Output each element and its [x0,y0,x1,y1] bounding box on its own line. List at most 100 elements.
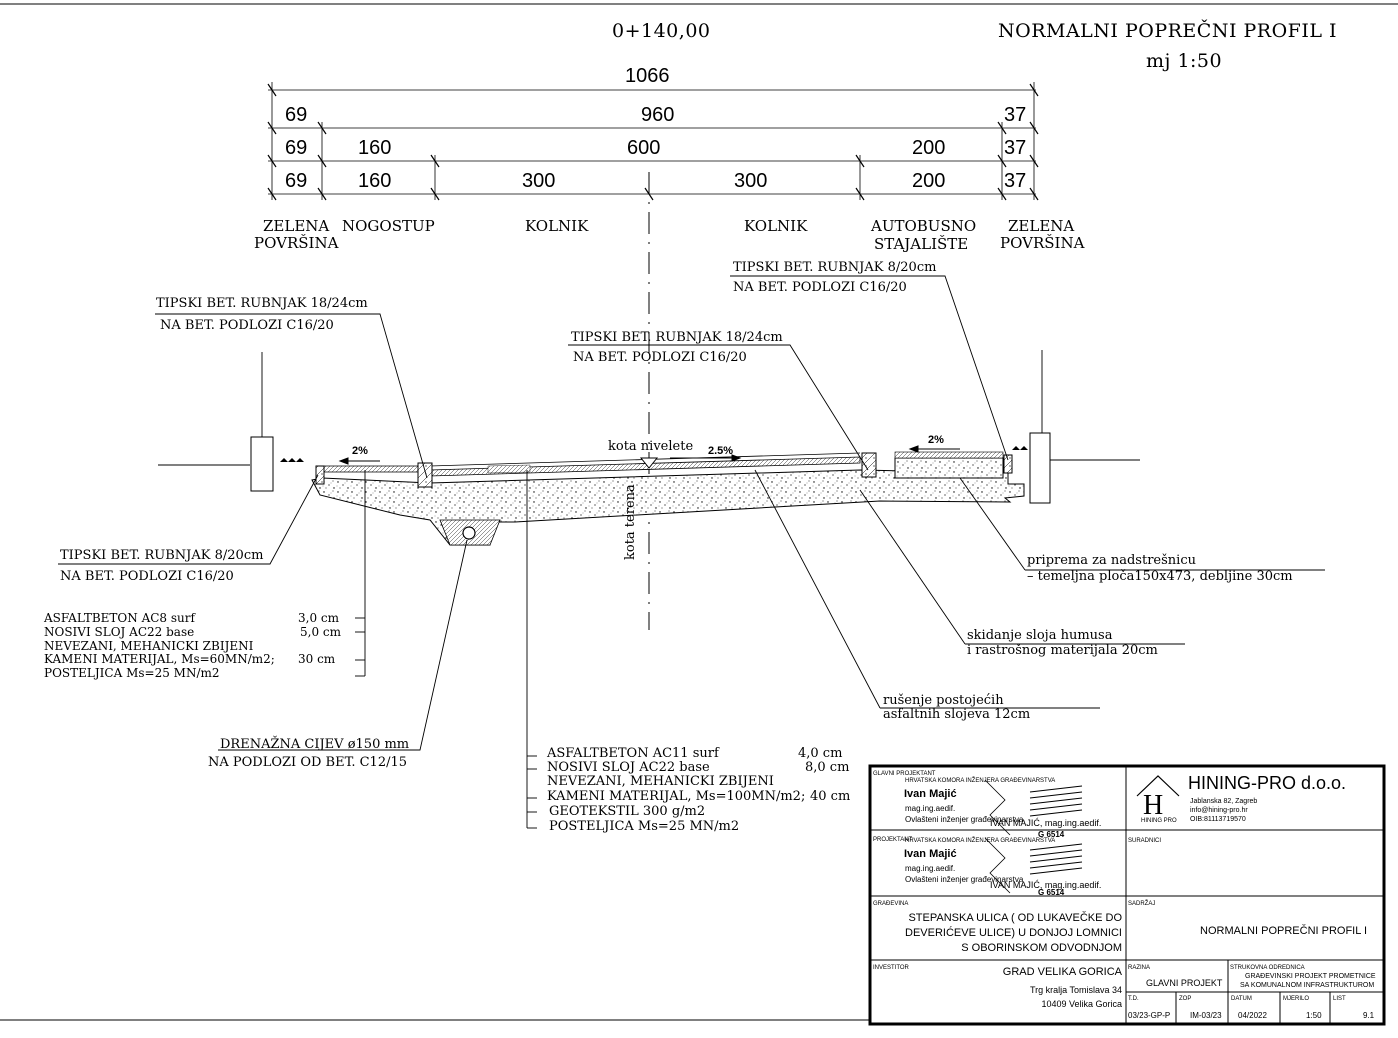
zone-label: NOGOSTUP [342,217,435,235]
tb-gradevina: STEPANSKA ULICA ( OD LUKAVEČKE DO [908,912,1122,924]
left-post [250,436,274,492]
slope-label: 2% [928,434,944,446]
tb-label: RAZINA [1128,965,1151,971]
curb-8-right [1003,454,1013,474]
tb-label: ZOP [1179,996,1192,1002]
dim-label: 69 [285,104,308,126]
dim-label: 300 [522,170,556,192]
tb-degree: mag.ing.aedif. [905,864,956,873]
layer-name: NEVEZANI, MEHANICKI ZBIJENI [44,639,254,653]
layer-value: 8,0 cm [805,760,850,775]
title-block-frame [868,764,1386,1026]
callout-text: – temeljna ploča150x473, debljine 30cm [1027,569,1293,584]
layer-name: POSTELJICA Ms=25 MN/m2 [44,666,220,680]
tb-label: SURADNICI [1128,838,1162,844]
tb-stamp-name: IVAN MAJIĆ, mag.ing.aedif. [990,880,1102,890]
callout-text: kota nivelete [608,439,694,454]
tb-ovlasteni: Ovlašteni inženjer građevinarstva [905,875,1024,884]
tb-name: Ivan Majić [904,848,957,860]
layer-name: NOSIVI SLOJ AC22 base [44,625,195,639]
drawing-scale: mj 1:50 [1146,50,1223,72]
drainage-pipe [462,526,476,540]
tb-ovlasteni: Ovlašteni inženjer građevinarstva [905,815,1024,824]
company-logo: H [1143,790,1164,821]
company-address: Jablanska 82, Zagreb [1190,798,1258,805]
tb-investitor: 10409 Velika Gorica [1041,999,1122,1009]
dim-label: 69 [285,170,308,192]
callout-text: i rastrošnog materijala 20cm [967,643,1158,658]
tb-investitor: GRAD VELIKA GORICA [1002,966,1122,978]
callout-text: skidanje sloja humusa [967,628,1113,643]
tb-odrednica: GRAĐEVINSKI PROJEKT PROMETNICE [1245,973,1376,980]
curb-18-left [417,462,433,488]
tb-gradevina: DEVERIĆEVE ULICE) U DONJOJ LOMNICI [905,927,1122,939]
tb-label: LIST [1333,996,1346,1002]
tb-label: T.D. [1128,996,1139,1002]
dim-total: 1066 [625,65,670,87]
zone-label: POVRŠINA [254,234,339,252]
tb-komora: HRVATSKA KOMORA INŽENJERA GRAĐEVINARSTVA [905,778,1056,784]
slope-label: 2% [352,445,368,457]
callout-text: NA BET. PODLOZI C16/20 [60,569,234,584]
tb-gradevina: S OBORINSKOM ODVODNJOM [961,942,1122,954]
callout-text: NA PODLOZI OD BET. C12/15 [208,755,408,770]
callout-text: kota terena [623,484,638,560]
tb-list: 9.1 [1363,1011,1375,1020]
dim-label: 160 [358,170,392,192]
layer-value: 3,0 cm [298,611,339,625]
callout-text: priprema za nadstrešnicu [1027,553,1196,568]
dim-label: 600 [627,137,661,159]
company-oib: OIB:81113719570 [1190,816,1246,823]
zone-label: ZELENA [263,217,330,235]
layer-name: GEOTEKSTIL 300 g/m2 [549,804,706,819]
tb-degree: mag.ing.aedif. [905,804,956,813]
callout-text: NA BET. PODLOZI C16/20 [160,318,334,333]
dim-label: 37 [1004,137,1027,159]
layer-value: 4,0 cm [798,746,843,761]
tb-label: GRAĐEVINA [873,901,909,907]
tb-zop: IM-03/23 [1190,1011,1222,1020]
bus-stop-slab [894,457,1004,479]
tb-label: MJERILO [1283,996,1310,1002]
tb-odrednica: SA KOMUNALNOM INFRASTRUKTUROM [1240,982,1375,989]
zone-label: POVRŠINA [1000,234,1085,252]
tb-stamp-no: G 6514 [1038,888,1065,897]
layer-value: 30 cm [298,652,336,666]
drawing-title: NORMALNI POPREČNI PROFIL I [998,20,1338,42]
tb-label: PROJEKTANT [873,837,913,843]
zone-label: ZELENA [1008,217,1075,235]
slope-label: 2.5% [708,445,734,457]
company-name: HINING-PRO d.o.o. [1188,773,1347,793]
tb-stamp-name: IVAN MAJIĆ, mag.ing.aedif. [990,818,1102,828]
callout-text: NA BET. PODLOZI C16/20 [733,280,907,295]
tb-investitor: Trg kralja Tomislava 34 [1029,985,1122,995]
dim-label: 160 [358,137,392,159]
dim-label: 300 [734,170,768,192]
callout-text: TIPSKI BET. RUBNJAK 18/24cm [571,330,783,345]
tb-sadrzaj: NORMALNI POPREČNI PROFIL I [1200,925,1368,937]
callout-text: TIPSKI BET. RUBNJAK 8/20cm [733,260,937,275]
callout-text: rušenje postojećih [883,693,1004,708]
layer-name: ASFALTBETON AC11 surf [547,746,719,761]
curb-8-left [315,465,325,485]
tb-td: 03/23-GP-P [1128,1011,1171,1020]
tb-label: INVESTITOR [873,965,909,971]
station-label: 0+140,00 [612,20,711,42]
dim-label: 37 [1004,170,1027,192]
dimension-lines [267,82,1039,201]
terrain-line [158,350,1140,466]
leader-lines [58,275,1325,829]
callout-text: TIPSKI BET. RUBNJAK 18/24cm [156,296,368,311]
dim-label: 69 [285,137,308,159]
zone-label: STAJALIŠTE [874,235,969,253]
tb-komora: HRVATSKA KOMORA INŽENJERA GRAĐEVINARSTVA [905,838,1056,844]
layer-value: 5,0 cm [300,625,341,639]
company-email: info@hining-pro.hr [1190,807,1248,814]
callout-text: TIPSKI BET. RUBNJAK 8/20cm [60,548,264,563]
dim-label: 37 [1004,104,1027,126]
dim-label: 200 [912,170,946,192]
tb-label: SADRŽAJ [1128,901,1156,907]
curb-18-right [861,452,877,478]
dim-label: 200 [912,137,946,159]
